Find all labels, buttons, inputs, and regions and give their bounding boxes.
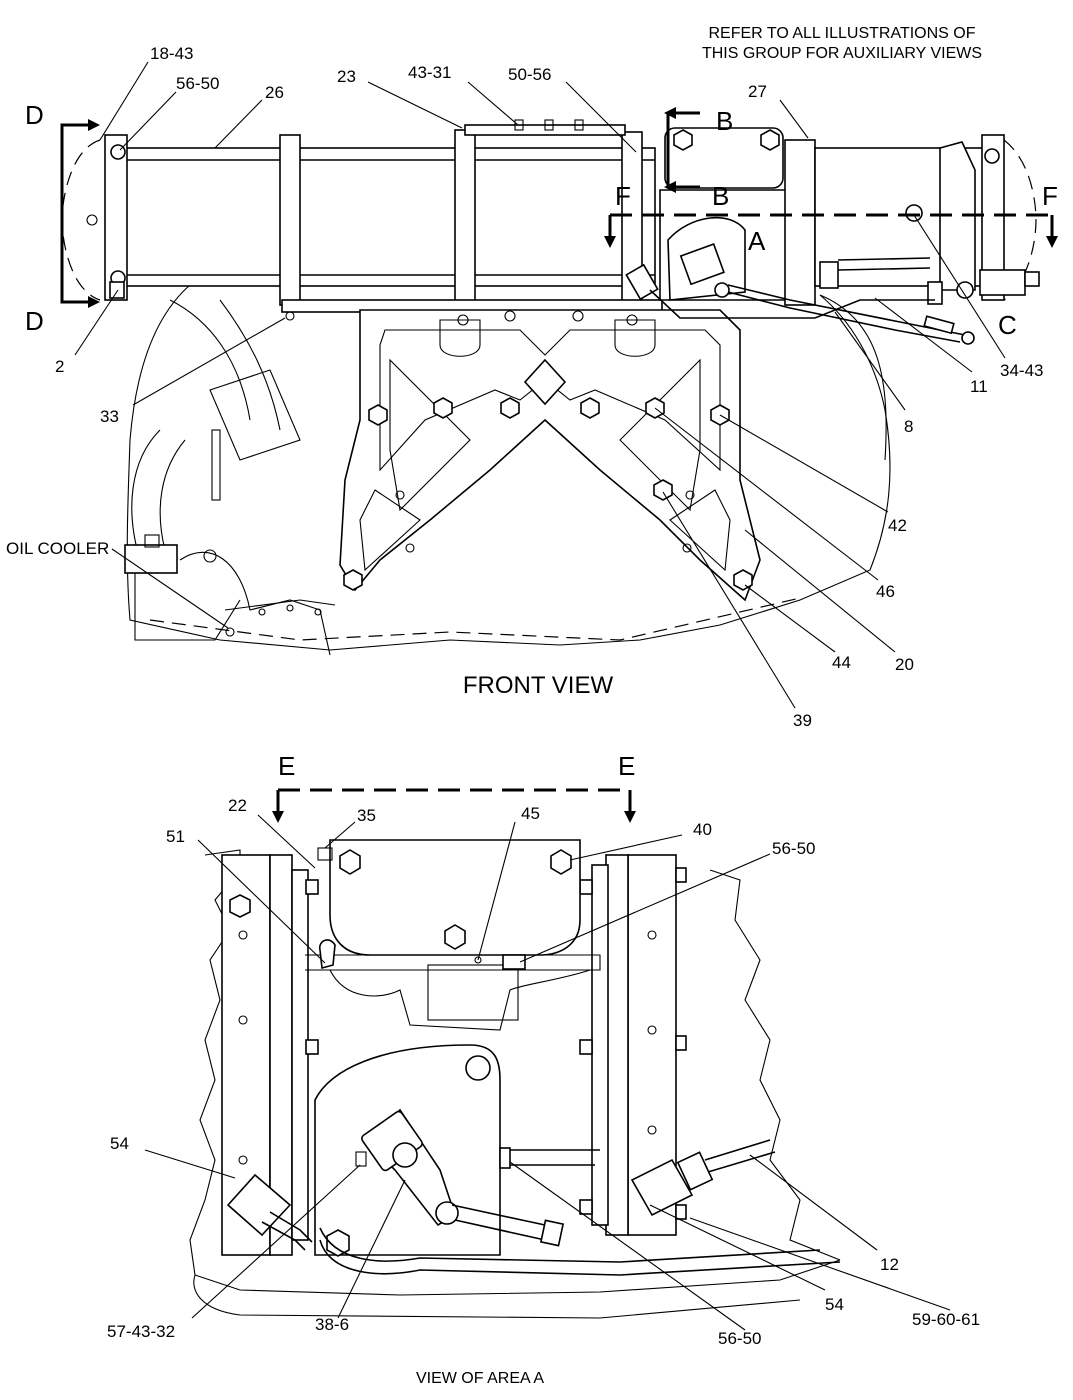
callout-42: 42: [888, 516, 907, 535]
area-a-leaders: [144, 814, 951, 1331]
callout-56-50-top: 56-50: [772, 839, 815, 858]
upper-housing: [664, 127, 784, 189]
area-a-title: VIEW OF AREA A: [416, 1370, 544, 1387]
callout-44: 44: [832, 653, 851, 672]
front-view-drawing: [60, 107, 1058, 656]
right-flange: [784, 139, 816, 306]
callout-43-31: 43-31: [408, 63, 451, 82]
front-view-title: FRONT VIEW: [463, 672, 614, 699]
sensor-left: [226, 1173, 292, 1237]
callout-54-right: 54: [825, 1295, 844, 1314]
callout-45: 45: [521, 804, 540, 823]
callout-54-left: 54: [110, 1134, 129, 1153]
callout-11: 11: [970, 377, 988, 396]
area-a-marker: A: [748, 226, 766, 256]
section-e-left: E: [278, 751, 295, 781]
clamp-mid: [454, 129, 476, 306]
section-b-bottom: B: [712, 181, 729, 211]
left-end-flange: [104, 134, 128, 301]
oil-cooler-body: [124, 544, 178, 574]
area-a-labels: E E 22 35 45 40 51 56-50 54 12 54 59-60-…: [107, 751, 980, 1387]
callout-12: 12: [880, 1255, 899, 1274]
oil-cooler-label: OIL COOLER: [6, 539, 109, 558]
callout-20: 20: [895, 655, 914, 674]
callout-27: 27: [748, 82, 767, 101]
callout-2: 2: [55, 357, 64, 376]
note-line-1: REFER TO ALL ILLUSTRATIONS OF: [708, 25, 975, 42]
section-e-right: E: [618, 751, 635, 781]
callout-34-43: 34-43: [1000, 361, 1043, 380]
callout-40: 40: [693, 820, 712, 839]
callout-39: 39: [793, 711, 812, 730]
section-f-right: F: [1042, 181, 1058, 211]
main-cylinder: [124, 147, 656, 287]
front-view-labels: 18-43 56-50 26 23 43-31 50-56 27 2 33 8 …: [6, 44, 1058, 730]
section-b-top: B: [716, 106, 733, 136]
section-c-marker: C: [998, 310, 1017, 340]
callout-59-60-61: 59-60-61: [912, 1310, 980, 1329]
sensor-right: [630, 1158, 694, 1217]
callout-38-6: 38-6: [315, 1315, 349, 1334]
callout-56-50: 56-50: [176, 74, 219, 93]
section-f-left: F: [615, 181, 631, 211]
section-d-bottom: D: [25, 306, 44, 336]
callout-50-56: 50-56: [508, 65, 551, 84]
callout-23: 23: [337, 67, 356, 86]
callout-51: 51: [166, 827, 185, 846]
note-line-2: THIS GROUP FOR AUXILIARY VIEWS: [702, 45, 982, 62]
callout-22: 22: [228, 796, 247, 815]
callout-56-50-bottom: 56-50: [718, 1329, 761, 1348]
callout-57-43-32: 57-43-32: [107, 1322, 175, 1341]
clamp-left: [279, 134, 301, 306]
callout-18-43: 18-43: [150, 44, 193, 63]
x-frame: [339, 309, 761, 602]
callout-8: 8: [904, 417, 913, 436]
callout-26: 26: [265, 83, 284, 102]
section-d-top: D: [25, 100, 44, 130]
callout-46: 46: [876, 582, 895, 601]
front-view-leaders: [74, 61, 1006, 709]
area-a-drawing: [189, 788, 841, 1319]
callout-35: 35: [357, 806, 376, 825]
callout-33: 33: [100, 407, 119, 426]
